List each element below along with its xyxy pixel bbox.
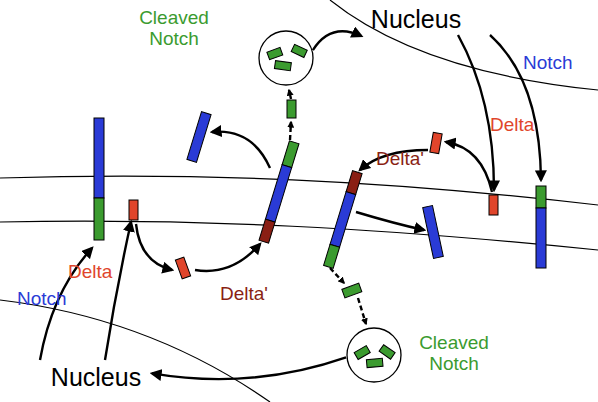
notch-fragment [287, 100, 296, 118]
delta-ligand [346, 171, 362, 195]
node-heading: Cleaved Notch [118, 8, 230, 50]
circle-outline [259, 31, 313, 85]
dashed-arrow [358, 298, 366, 324]
flow-arrow [446, 142, 492, 192]
notch-intracellular [282, 141, 299, 168]
vesicle-circle: Cleaved Notch [346, 327, 402, 383]
dashed-arrow [289, 90, 291, 99]
notch-extracellular [536, 208, 546, 268]
nucleus-label-box: Nucleus [40, 362, 152, 394]
flow-arrow [136, 224, 172, 270]
delta-ligand [129, 200, 138, 220]
delta-ligand [259, 219, 275, 243]
notch-fragment [423, 206, 444, 259]
transport-arrow [152, 357, 346, 379]
notch-extracellular [94, 118, 104, 198]
circle-outline [347, 328, 401, 382]
dashed-arrow [290, 122, 291, 140]
node-label: Nucleus [360, 6, 472, 34]
notch-fragment [267, 47, 283, 59]
dashed-arrow [330, 268, 344, 283]
molecule-label: Delta' [376, 149, 424, 168]
nucleus-outline [0, 300, 270, 402]
notch-fragment [379, 345, 395, 360]
vesicle-circle: Cleaved Notch [258, 30, 314, 86]
delta-ligand [489, 195, 498, 215]
circle-outline [258, 30, 314, 86]
node-label: Nucleus [40, 364, 152, 392]
notch-extracellular [265, 165, 291, 222]
molecule-label: Notch [17, 289, 67, 308]
molecule-label: Delta [490, 115, 534, 134]
notch-fragment [187, 112, 211, 163]
notch-fragment [354, 346, 370, 360]
molecule-label: Notch [523, 53, 573, 72]
circle-outline [346, 327, 402, 383]
delta-ligand [175, 257, 190, 279]
flow-arrow [356, 212, 424, 230]
notch-intracellular [324, 244, 340, 268]
flow-arrow [195, 244, 260, 271]
notch-fragment [342, 283, 362, 298]
nucleus-label-box: Nucleus [360, 4, 472, 36]
molecule-label: Delta [68, 262, 112, 281]
cell-membrane [0, 221, 598, 250]
notch-fragment [274, 61, 291, 71]
notch-fragment [291, 44, 307, 57]
flow-arrow [212, 132, 270, 168]
notch-intracellular [536, 186, 546, 208]
delta-ligand [430, 132, 442, 153]
notch-extracellular [330, 192, 356, 248]
notch-fragment [366, 358, 383, 367]
notch-intracellular [94, 198, 104, 240]
flow-arrow [458, 35, 494, 190]
molecule-label: Delta' [220, 284, 268, 303]
transport-arrow [313, 31, 361, 50]
node-heading: Cleaved Notch [398, 333, 510, 375]
cell-membrane [0, 176, 598, 205]
flow-arrow [105, 222, 131, 360]
